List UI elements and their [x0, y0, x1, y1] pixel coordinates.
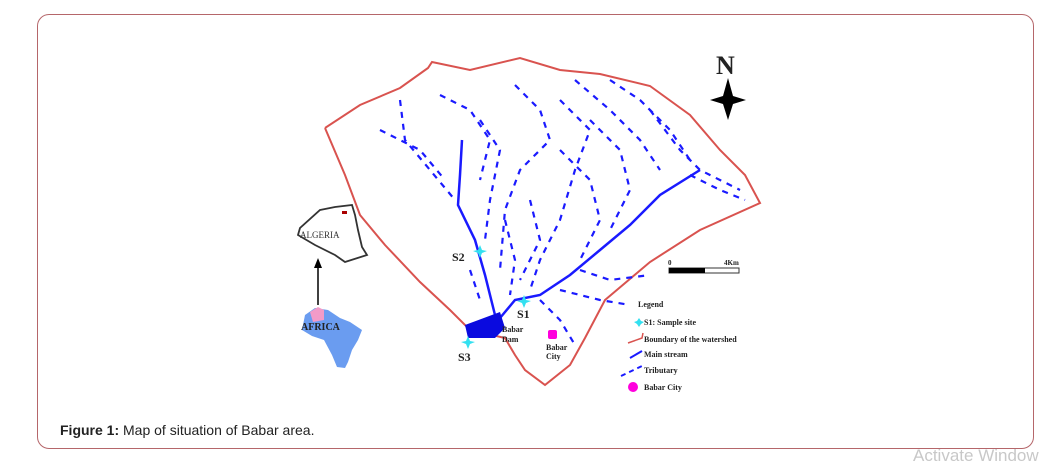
label-city-2: City: [546, 352, 561, 361]
legend-city-icon: [628, 382, 638, 392]
label-algeria: ALGERIA: [300, 230, 340, 240]
figure-caption: Figure 1: Map of situation of Babar area…: [60, 422, 314, 438]
north-arrow-icon: [710, 78, 746, 120]
legend: Legend S1: Sample site Boundary of the w…: [620, 300, 737, 392]
site-s1-marker: [517, 295, 531, 308]
site-s3-marker: [461, 336, 475, 349]
legend-main-stream-icon: [629, 350, 643, 359]
legend-item-boundary: Boundary of the watershed: [644, 335, 737, 344]
label-s2: S2: [452, 250, 465, 264]
africa-shape: [302, 308, 362, 368]
legend-title: Legend: [638, 300, 664, 309]
legend-tributary-icon: [620, 365, 643, 377]
babar-city-marker: [548, 330, 557, 339]
location-inset: ALGERIA AFRICA: [296, 204, 369, 368]
sample-sites: [461, 245, 531, 349]
label-africa: AFRICA: [301, 322, 341, 333]
legend-item-tributary: Tributary: [644, 366, 678, 375]
label-city-1: Babar: [546, 343, 568, 352]
watershed-boundary: [324, 56, 762, 387]
legend-item-site: S1: Sample site: [644, 318, 696, 327]
site-s2-marker: [473, 245, 487, 258]
caption-label: Figure 1:: [60, 422, 120, 438]
algeria-in-africa: [310, 307, 324, 322]
label-dam-2: Dam: [502, 335, 519, 344]
algeria-outline: [296, 204, 369, 263]
figure-card: [37, 14, 1034, 449]
main-stream: [456, 139, 701, 319]
legend-item-city: Babar City: [644, 383, 682, 392]
label-dam-1: Babar: [502, 325, 524, 334]
scale-bar: 0 4Km: [668, 259, 740, 274]
babar-location-marker: [342, 211, 347, 214]
tributaries: [379, 79, 746, 346]
babar-dam: [465, 312, 505, 338]
scale-start: 0: [668, 259, 672, 267]
label-s3: S3: [458, 350, 471, 364]
north-label: N: [716, 51, 735, 80]
caption-text: Map of situation of Babar area.: [119, 422, 315, 438]
inset-arrow-icon: [314, 258, 322, 268]
activate-windows-watermark: Activate Window: [913, 446, 1039, 465]
legend-site-icon: [634, 318, 644, 327]
label-s1: S1: [517, 307, 530, 321]
scale-end: 4Km: [724, 259, 739, 267]
legend-boundary-icon: [627, 332, 644, 344]
legend-item-main-stream: Main stream: [644, 350, 688, 359]
